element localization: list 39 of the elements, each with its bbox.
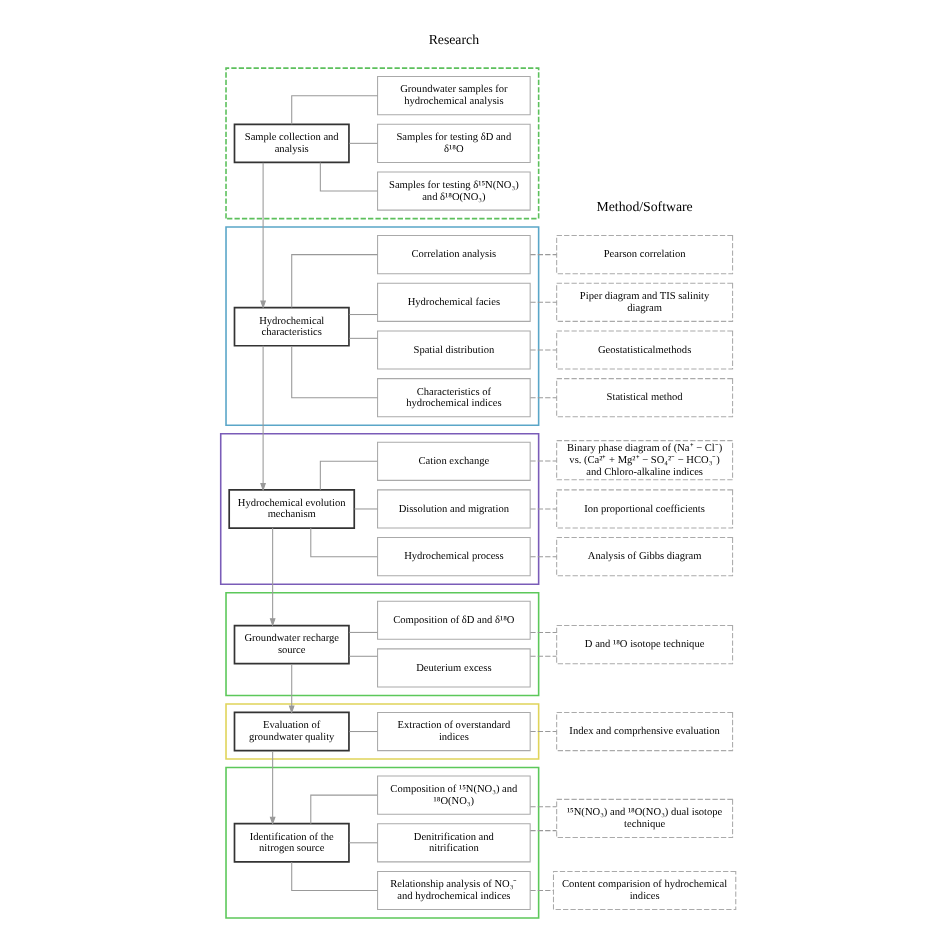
connector [348,337,378,339]
cluster [225,591,540,697]
arrow [260,162,267,309]
connector [319,460,378,491]
cluster [225,67,540,220]
connector [529,254,558,256]
connector [348,314,378,316]
connector [348,631,378,633]
connector [291,861,379,891]
connector [529,889,554,891]
connector [348,731,378,733]
connector [310,527,378,558]
arrow [269,527,276,627]
arrow [260,345,267,492]
connector [348,655,378,657]
cluster [219,432,540,585]
connector [529,631,558,633]
connector [529,806,558,808]
arrow [288,663,295,714]
connector [529,731,558,733]
connector [291,254,379,308]
connector [348,842,378,844]
connector [529,655,558,657]
connector [529,301,558,303]
cluster [225,766,540,919]
connector [529,830,558,832]
connector [319,161,378,192]
connector [291,95,379,125]
connector [529,460,558,462]
connector [529,508,558,510]
connector [529,556,558,558]
connector [310,794,378,825]
connector [529,349,558,351]
arrow [269,750,276,826]
connector [291,345,379,399]
connector [348,142,378,144]
connector [353,508,379,510]
cluster [225,226,540,427]
connector [529,397,558,399]
